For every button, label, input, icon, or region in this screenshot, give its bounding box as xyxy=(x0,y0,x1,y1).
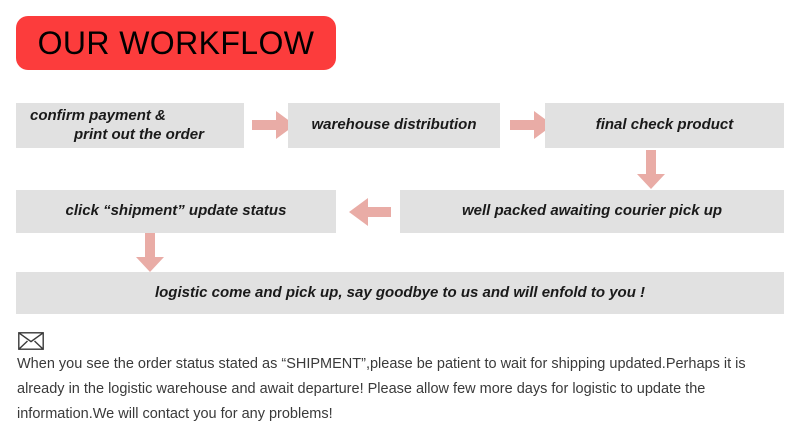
flow-step-final-check-product: final check product xyxy=(545,103,784,148)
flow-step-logistic-pick-up: logistic come and pick up, say goodbye t… xyxy=(16,272,784,314)
arrow-right-icon-1 xyxy=(252,110,296,140)
arrow-left-icon-1 xyxy=(348,197,392,227)
flow-step-well-packed: well packed awaiting courier pick up xyxy=(400,190,784,233)
footer-line: information.We will contact you for any … xyxy=(17,406,333,422)
arrow-down-icon-1 xyxy=(636,150,666,190)
flow-step-label: warehouse distribution xyxy=(311,116,477,134)
footer-note: When you see the order status stated as … xyxy=(17,352,785,427)
arrow-right-icon-2 xyxy=(510,110,554,140)
flow-step-warehouse-distribution: warehouse distribution xyxy=(288,103,500,148)
title-banner: OUR WORKFLOW xyxy=(16,16,336,70)
flow-step-label: well packed awaiting courier pick up xyxy=(461,202,723,220)
footer-line: When you see the order status stated as … xyxy=(17,356,746,372)
flow-step-line-1: confirm payment & xyxy=(30,106,166,124)
flow-step-label: final check product xyxy=(595,116,734,134)
page-title: OUR WORKFLOW xyxy=(37,24,315,61)
flow-step-label: logistic come and pick up, say goodbye t… xyxy=(154,283,646,301)
flow-step-confirm-payment: confirm payment & print out the order xyxy=(16,103,244,148)
arrow-down-icon-2 xyxy=(135,233,165,273)
envelope-icon xyxy=(18,332,44,350)
flow-step-line-2: print out the order xyxy=(74,125,204,143)
footer-line: already in the logistic warehouse and aw… xyxy=(17,381,706,397)
flow-step-click-shipment: click “shipment” update status xyxy=(16,190,336,233)
flow-step-label: click “shipment” update status xyxy=(65,202,287,220)
